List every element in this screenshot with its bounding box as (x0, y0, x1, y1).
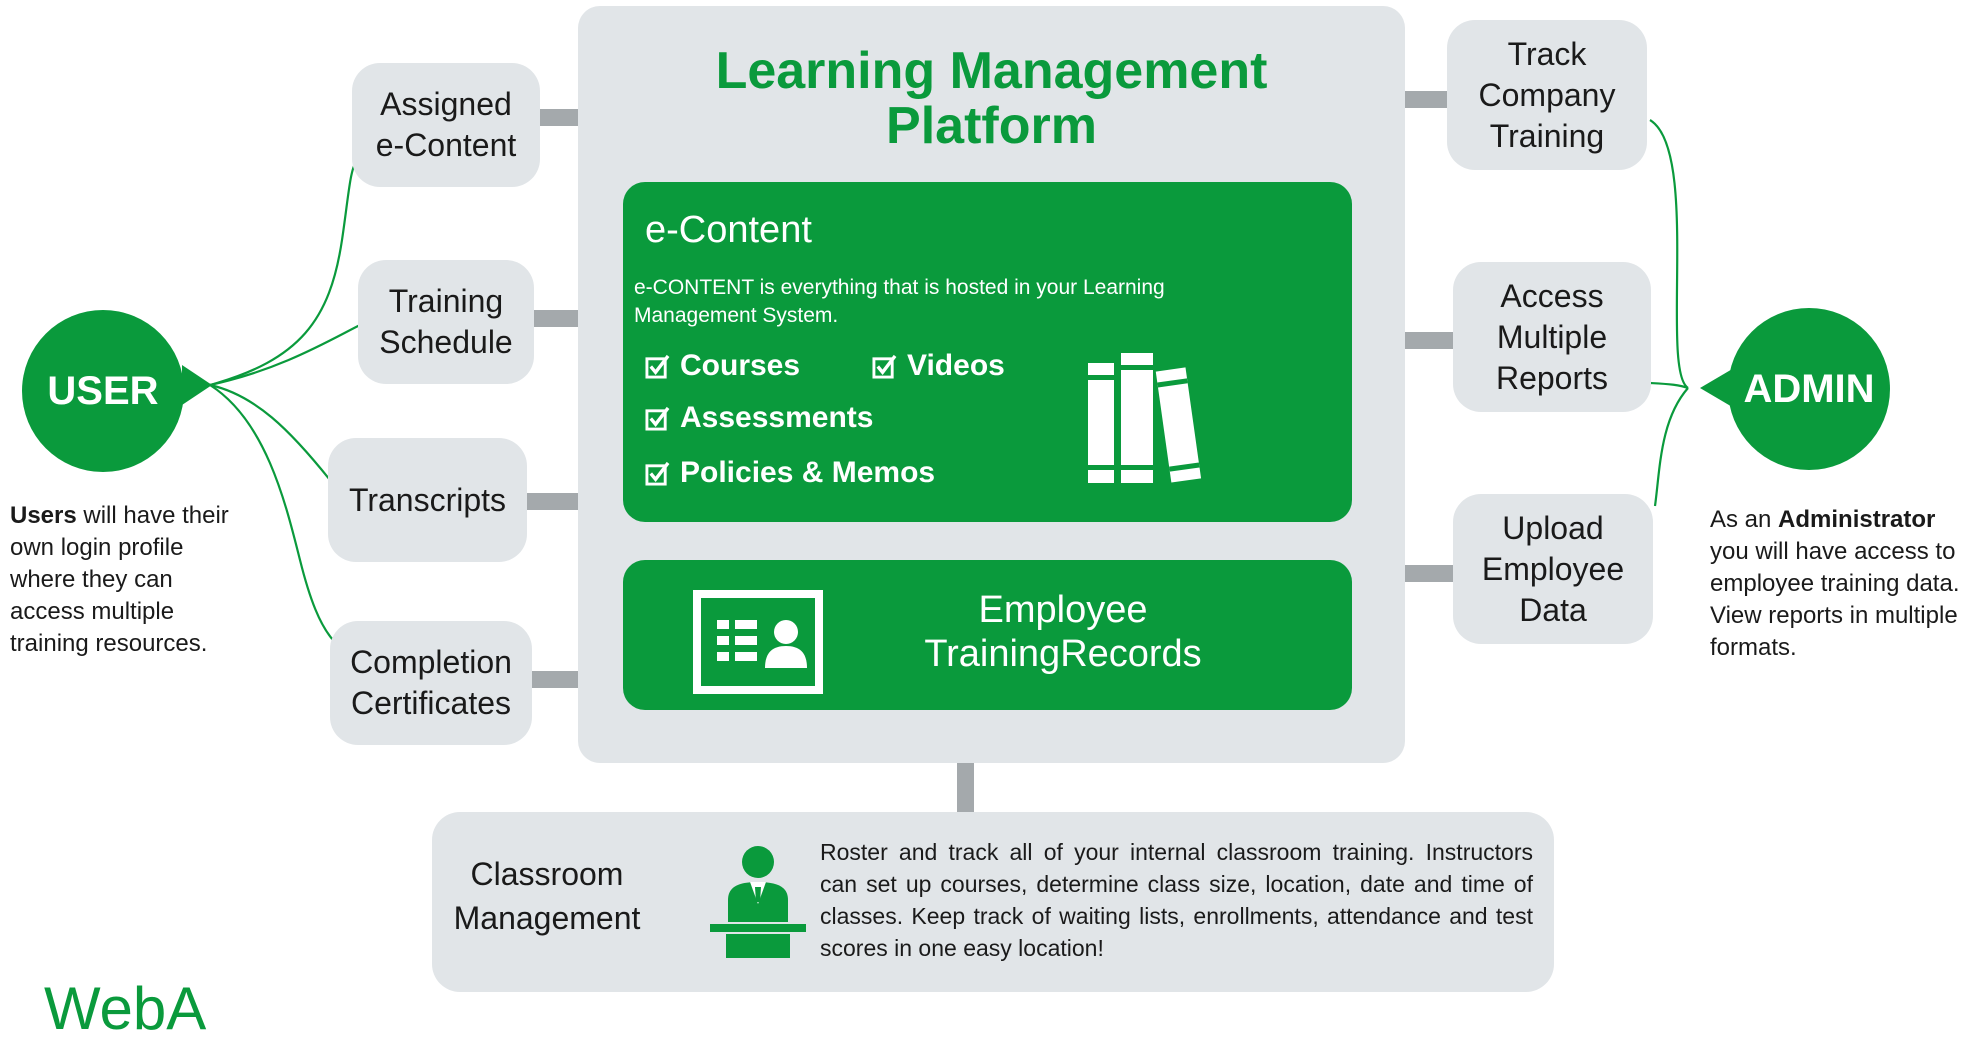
classroom-management-panel[interactable]: Classroom Management Roster and track al… (432, 812, 1554, 992)
checkbox-icon (645, 406, 670, 431)
user-label: USER (47, 368, 159, 413)
user-circle: USER (22, 310, 184, 472)
id-card-icon (693, 590, 823, 694)
connector-lines (209, 91, 1689, 812)
upload-line3: Data (1519, 591, 1587, 628)
brand-wordmark: WebA (44, 975, 207, 1042)
admin-note-text: you will have access to employee trainin… (1710, 538, 1960, 661)
classroom-title: Classroom Management (452, 852, 642, 940)
connector-bar-track (1405, 91, 1447, 108)
feature-policies: Policies & Memos (645, 456, 935, 490)
platform-title: Learning Management Platform (578, 44, 1405, 154)
econtent-description: e-CONTENT is everything that is hosted i… (634, 276, 1165, 327)
tree-lines (209, 119, 1689, 641)
user-note: Users will have their own login profile … (10, 500, 250, 660)
upload-line1: Upload (1502, 509, 1604, 546)
admin-circle-pointer (1700, 368, 1734, 408)
user-note-text: will have their own login profile where … (10, 502, 229, 657)
user-circle-pointer (182, 365, 212, 405)
checkbox-icon (872, 354, 897, 379)
feature-assessments-label: Assessments (680, 401, 874, 434)
transcripts-box[interactable]: Transcripts (328, 438, 527, 562)
instructor-podium-icon (710, 846, 806, 958)
employee-training-records-panel[interactable]: Employee TrainingRecords (623, 560, 1352, 710)
certificates-line1: Completion (350, 644, 512, 680)
reports-line3: Reports (1495, 359, 1609, 396)
track-line3: Training (1489, 117, 1605, 154)
learning-management-platform: Learning Management Platform e-Content e… (578, 6, 1405, 763)
admin-note: As an Administrator you will have access… (1710, 504, 1960, 664)
econtent-title: e-Content (645, 209, 812, 251)
admin-label: ADMIN (1743, 366, 1875, 411)
classroom-description: Roster and track all of your internal cl… (820, 839, 1533, 961)
connector-bar-upload (1405, 565, 1453, 582)
feature-courses-label: Courses (680, 349, 801, 382)
upload-line2: Employee (1481, 550, 1625, 587)
assigned-line1: Assigned (380, 86, 512, 122)
platform-title-line2: Platform (886, 97, 1097, 155)
reports-line1: Access (1500, 277, 1604, 314)
admin-line-reports (1649, 381, 1689, 390)
records-title-line1: Employee (978, 589, 1148, 631)
econtent-panel[interactable]: e-Content e-CONTENT is everything that i… (623, 182, 1352, 522)
connector-bar-reports (1405, 332, 1453, 349)
schedule-line1: Training (388, 283, 504, 319)
connector-bar-schedule (534, 310, 578, 327)
records-title: Employee TrainingRecords (883, 588, 1243, 676)
admin-line-track (1649, 119, 1689, 389)
checkbox-icon (645, 354, 670, 379)
feature-assessments: Assessments (645, 401, 873, 435)
assigned-econtent-box[interactable]: Assigned e-Content (352, 63, 540, 187)
connector-bar-certificates (532, 671, 578, 688)
user-line-assigned (209, 161, 357, 387)
connector-bar-classroom (957, 763, 974, 812)
admin-note-prefix: As an (1710, 506, 1779, 533)
user-note-bold: Users (10, 502, 77, 529)
assigned-line2: e-Content (375, 127, 517, 163)
track-line1: Track (1507, 35, 1587, 72)
user-line-transcripts (209, 383, 331, 481)
feature-courses: Courses (645, 349, 800, 383)
transcripts-line1: Transcripts (348, 481, 507, 518)
schedule-line2: Schedule (379, 324, 513, 360)
connector-bar-assigned (540, 109, 578, 126)
books-icon (1088, 353, 1202, 483)
user-line-certificates (209, 384, 334, 641)
admin-circle: ADMIN (1728, 308, 1890, 470)
admin-line-upload (1653, 387, 1689, 507)
classroom-title-line2: Management (453, 900, 641, 936)
feature-videos-label: Videos (907, 349, 1005, 382)
records-title-line2: TrainingRecords (924, 633, 1202, 675)
certificates-line2: Certificates (350, 685, 512, 721)
track-line2: Company (1478, 76, 1616, 113)
connector-bars (527, 91, 1453, 812)
feature-policies-label: Policies & Memos (680, 456, 936, 489)
platform-title-line1: Learning Management (715, 42, 1268, 100)
admin-note-bold: Administrator (1778, 506, 1936, 533)
feature-videos: Videos (872, 349, 1005, 383)
checkbox-icon (645, 461, 670, 486)
connector-bar-transcripts (527, 493, 578, 510)
reports-line2: Multiple (1496, 318, 1608, 355)
user-line-schedule (209, 324, 361, 387)
classroom-title-line1: Classroom (470, 856, 624, 892)
